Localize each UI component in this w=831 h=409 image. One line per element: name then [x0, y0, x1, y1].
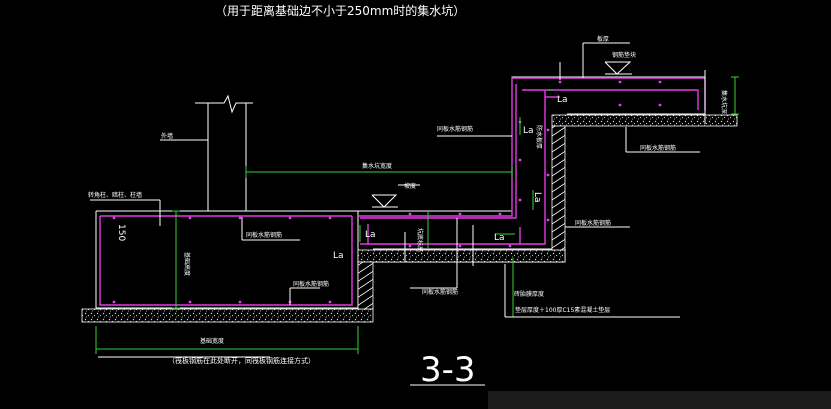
la-label-2: La — [523, 126, 534, 136]
label-pit-bottom-level: 坑底标高 — [416, 228, 424, 252]
label-rebar-spacer: 钢筋垫块 — [612, 51, 636, 59]
label-outer-wall: 外墙 — [161, 132, 173, 140]
brick-wall-left — [357, 261, 374, 310]
labels: 转角柱、暗柱、柱墙 外墙 集水坑宽度 坡度 同板水筋钢筋 同板水筋钢筋 同板水筋… — [88, 35, 728, 390]
step-bedding-hatch — [357, 249, 566, 263]
label-brick-thickness: 砖胎膜厚度 — [514, 290, 544, 298]
label-rebar-3: 同板水筋钢筋 — [293, 280, 329, 288]
leader-lines — [90, 42, 706, 386]
section-label: 3-3 — [420, 350, 476, 390]
label-bottom-note: （筏板钢筋在此处断开，同筏板钢筋连接方式） — [168, 356, 315, 365]
la-label-6: La — [494, 233, 505, 243]
label-rebar-1: 同板水筋钢筋 — [437, 125, 473, 133]
level-markers — [371, 61, 632, 208]
label-slab-thickness: 板厚 — [597, 35, 609, 43]
label-pit-depth: 集水坑深 — [720, 90, 728, 114]
label-rebar-5: 同板水筋钢筋 — [575, 219, 611, 227]
label-pit-width: 集水坑宽度 — [362, 162, 392, 170]
la-label-3: La — [532, 192, 542, 203]
label-plate-thickness: 防水板厚 — [535, 125, 543, 149]
label-rebar-4: 同板水筋钢筋 — [422, 288, 458, 296]
label-rebar-6: 同板水筋钢筋 — [640, 144, 676, 152]
la-label-4: La — [365, 230, 376, 240]
label-dim-150: 150 — [116, 224, 126, 241]
label-base-height: 基础高度 — [183, 252, 191, 276]
label-bedding-note: 垫层厚度＋100厚C15素混凝土垫层 — [515, 306, 610, 314]
dimension-lines — [95, 76, 739, 354]
pit-bedding-hatch — [81, 308, 374, 323]
label-corner-column: 转角柱、暗柱、柱墙 — [88, 191, 142, 199]
label-base-width: 基础宽度 — [200, 337, 224, 345]
rebar-lines — [99, 77, 706, 306]
top-bedding-hatch — [551, 114, 738, 127]
la-label-1: La — [557, 95, 568, 105]
label-rebar-2: 同板水筋钢筋 — [246, 231, 282, 239]
drawing-title: （用于距离基础边不小于250mm时的集水坑） — [215, 3, 465, 18]
hatch-areas — [81, 114, 738, 323]
label-slope: 坡度 — [404, 182, 416, 190]
la-label-5: La — [333, 251, 344, 261]
status-bar — [488, 391, 831, 409]
brick-wall-right — [551, 125, 566, 251]
